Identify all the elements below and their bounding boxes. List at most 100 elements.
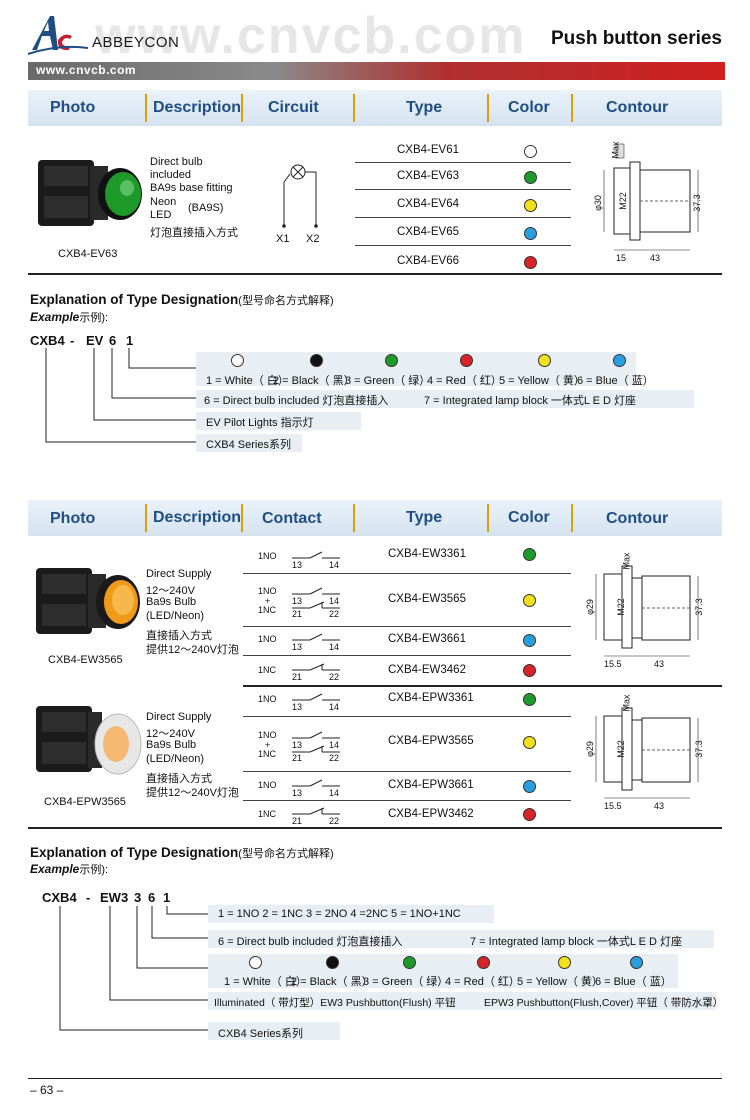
- pushbutton-epw-photo: [36, 706, 142, 775]
- code-swatch-white: [231, 354, 244, 367]
- pushbutton-ew-photo: [36, 568, 140, 634]
- dim-depth: 43: [650, 253, 661, 263]
- terminal-21: 21: [292, 816, 303, 826]
- nc-contact-symbol: [292, 663, 340, 671]
- nc-contact-symbol: [292, 807, 340, 815]
- terminal-21: 21: [292, 753, 303, 763]
- dim-height: 37.3: [691, 194, 702, 212]
- code-swatch-white: [249, 956, 262, 969]
- code-color-2: 2 = Black（ 黑）: [273, 375, 355, 387]
- table2-bottom-rule: [28, 827, 722, 829]
- code-swatch-green: [403, 956, 416, 969]
- url-bar: [28, 62, 725, 80]
- code-swatch-yellow: [558, 956, 571, 969]
- color-swatch-blue: [523, 634, 536, 647]
- table1-header-type: Type: [406, 99, 443, 116]
- type-code: CXB4-EPW3361: [388, 692, 474, 704]
- code-digit: 6: [109, 333, 117, 348]
- desc-line: 直接插入方式: [146, 630, 212, 642]
- code-swatch-black: [310, 354, 323, 367]
- abbeycon-logo: [27, 16, 89, 55]
- color-swatch-green: [523, 548, 536, 561]
- terminal-22: 22: [329, 609, 340, 619]
- row-divider: [243, 771, 571, 772]
- code-color-5: 5 = Yellow（ 黄）: [517, 976, 603, 988]
- row-divider: [243, 716, 571, 717]
- contact-plus: +: [265, 740, 271, 750]
- terminal-14: 14: [329, 560, 340, 570]
- color-swatch-yellow: [523, 736, 536, 749]
- type-code: CXB4-EPW3462: [388, 808, 474, 820]
- code-digit: 1: [163, 890, 171, 905]
- explain1-example: Example示例):: [30, 309, 108, 325]
- type-code: CXB4-EV61: [397, 144, 460, 156]
- watermark: www.cnvcb.com: [95, 7, 527, 65]
- row-divider: [355, 162, 571, 163]
- separator: [145, 94, 147, 122]
- dim-front: 15: [616, 253, 627, 263]
- terminal-13: 13: [292, 560, 303, 570]
- contact-label: 1NO: [258, 634, 277, 644]
- page-title: Push button series: [550, 28, 722, 49]
- color-swatch-white: [524, 145, 537, 158]
- terminal-14: 14: [329, 740, 340, 750]
- dim-max: Max: [610, 141, 621, 159]
- photo-caption: CXB4-EV63: [58, 248, 118, 260]
- code-color-4: 4 = Red（ 红）: [427, 375, 502, 387]
- terminal-14: 14: [329, 788, 340, 798]
- code-ew3: EW3: [100, 890, 129, 905]
- color-swatch-green: [524, 171, 537, 184]
- example-label: Example: [30, 310, 80, 324]
- code-color-4: 4 = Red（ 红）: [445, 976, 520, 988]
- lamp-circuit-diagram: [282, 164, 318, 228]
- desc-line: 灯泡直接插入方式: [150, 227, 238, 239]
- table2-header-type: Type: [406, 509, 443, 526]
- explain1-heading-cn: (型号命名方式解释): [238, 295, 334, 307]
- explain2-colors-box: [208, 954, 678, 988]
- row-divider: [243, 655, 571, 656]
- code-swatch-red: [460, 354, 473, 367]
- type-code: CXB4-EW3565: [388, 593, 466, 605]
- dim-max: Max: [621, 552, 632, 570]
- type-code: CXB4-EV63: [397, 170, 460, 182]
- photo-caption: CXB4-EPW3565: [44, 796, 126, 808]
- code-bulb-7: 7 = Integrated lamp block 一体式L E D 灯座: [424, 395, 637, 407]
- code-series: CXB4: [30, 333, 65, 348]
- code-bulb-6: 6 = Direct bulb included 灯泡直接插入: [204, 395, 389, 407]
- dim-height: 37.3: [693, 740, 704, 758]
- dim-front: 15.5: [604, 801, 622, 811]
- terminal-13: 13: [292, 596, 303, 606]
- explain1-bulb-box: [196, 390, 694, 408]
- explain2-example: Example示例):: [30, 861, 108, 877]
- type-code: CXB4-EV66: [397, 255, 460, 267]
- color-swatch-red: [523, 808, 536, 821]
- code-digit: 1: [126, 333, 134, 348]
- no-contact-symbol: [292, 633, 340, 641]
- terminal-14: 14: [329, 596, 340, 606]
- terminal-13: 13: [292, 642, 303, 652]
- table2-header-color: Color: [508, 509, 550, 526]
- desc-line: 12～240V: [146, 585, 195, 597]
- designation-leader-lines: [59, 906, 208, 1031]
- type-code: CXB4-EW3462: [388, 664, 466, 676]
- desc-line: included: [150, 169, 191, 181]
- row-divider: [355, 189, 571, 190]
- contact-label: 1NC: [258, 749, 277, 759]
- dim-depth: 43: [654, 659, 665, 669]
- no-contact-symbol: [292, 779, 340, 787]
- code-series: CXB4: [42, 890, 77, 905]
- color-swatch-yellow: [524, 199, 537, 212]
- table1-header-description: Description: [153, 99, 242, 116]
- code-swatch-black: [326, 956, 339, 969]
- terminal-21: 21: [292, 672, 303, 682]
- terminal-x1: X1: [276, 233, 290, 245]
- desc-line: Ba9s Bulb: [146, 596, 197, 608]
- contour-drawing: [595, 707, 699, 799]
- code-swatch-yellow: [538, 354, 551, 367]
- contact-label: 1NO: [258, 586, 277, 596]
- brand-name: ABBEYCON: [92, 34, 180, 51]
- no-contact-symbol: [292, 551, 340, 559]
- separator: [241, 94, 243, 122]
- dim-diameter: φ30: [592, 195, 603, 211]
- code-ev-meaning: EV Pilot Lights 指示灯: [206, 417, 314, 429]
